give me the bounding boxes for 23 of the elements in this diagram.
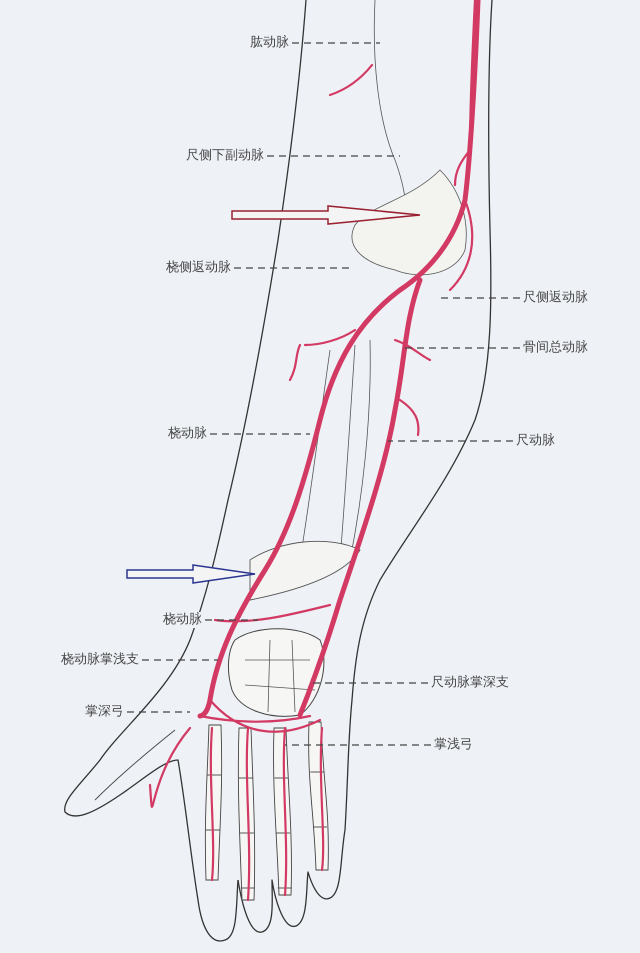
label-text: 桡动脉 — [167, 426, 208, 442]
leader-line — [127, 711, 190, 713]
leader-line — [205, 619, 258, 621]
label-text: 尺动脉 — [515, 433, 556, 449]
label-text: 桡动脉 — [162, 612, 203, 628]
leader-line — [292, 42, 380, 44]
leader-line — [312, 682, 428, 684]
leader-line — [267, 155, 400, 157]
leader-line — [388, 440, 513, 442]
leader-line — [210, 433, 310, 435]
leader-line — [440, 297, 520, 299]
label-text: 尺侧返动脉 — [522, 290, 589, 306]
label-text: 掌深弓 — [84, 704, 125, 720]
label-text: 肱动脉 — [249, 35, 290, 51]
label-text: 尺动脉掌深支 — [430, 675, 510, 691]
label-text: 掌浅弓 — [433, 737, 474, 753]
label-text: 桡侧返动脉 — [165, 260, 232, 276]
leader-line — [142, 659, 218, 661]
leader-line — [234, 267, 350, 269]
leader-line — [285, 744, 431, 746]
label-text: 桡动脉掌浅支 — [60, 652, 140, 668]
label-text: 尺侧下副动脉 — [185, 148, 265, 164]
label-text: 骨间总动脉 — [522, 340, 589, 356]
